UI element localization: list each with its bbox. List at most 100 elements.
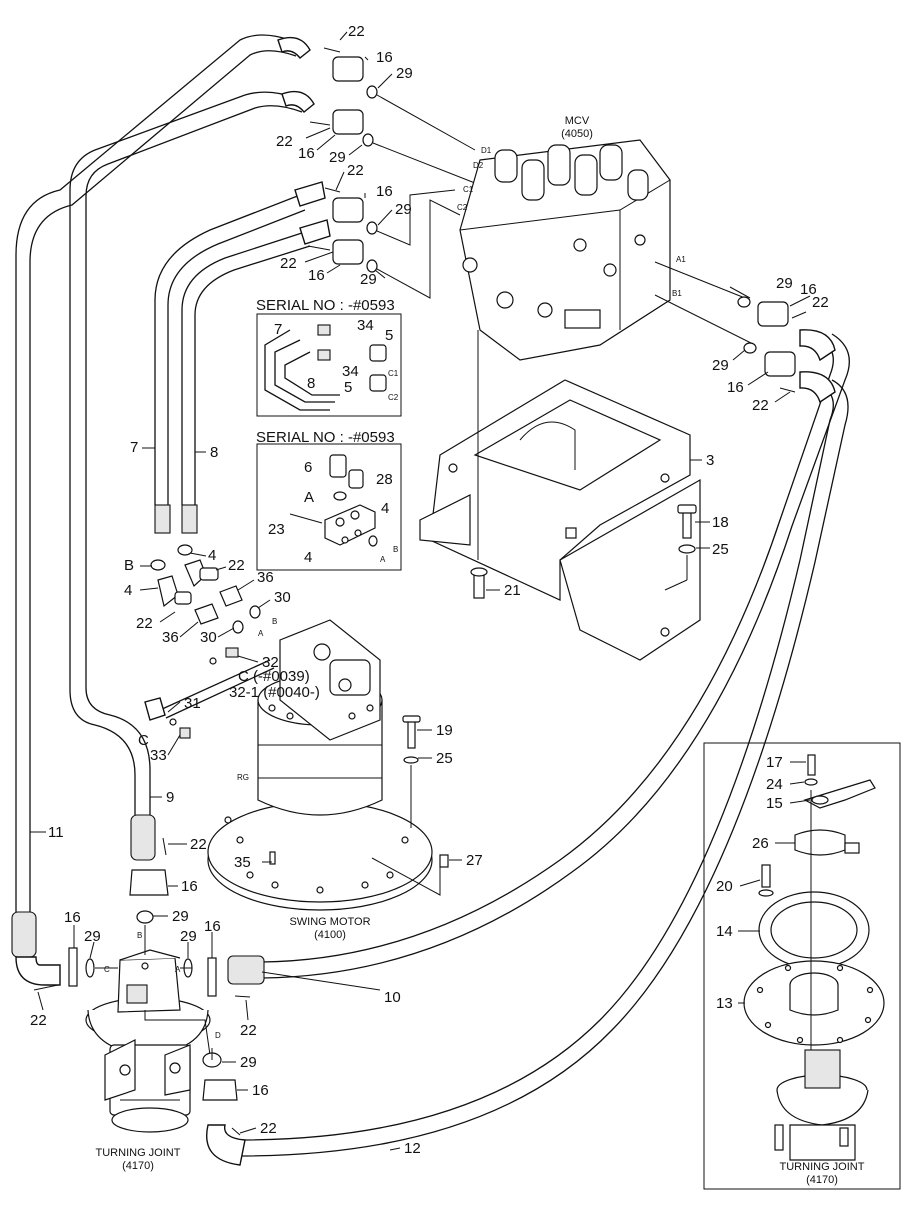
port-a-tj: A	[175, 965, 181, 974]
inset-2-title: SERIAL NO : -#0593	[256, 429, 395, 446]
inset-2-part-4: 4	[304, 549, 312, 566]
bolts-bracket	[470, 504, 697, 599]
part-22: 22	[190, 836, 207, 853]
part-16: 16	[800, 281, 817, 298]
part-c-0039: C (-#0039)	[238, 668, 310, 685]
port-d-tj: D	[215, 1031, 221, 1040]
bracket-3	[419, 330, 701, 661]
turning-joint-inset-name: TURNING JOINT	[780, 1161, 865, 1173]
part-16: 16	[252, 1082, 269, 1099]
part-17: 17	[766, 754, 783, 771]
swing-motor-code: (4100)	[314, 929, 346, 941]
serial-inset-2	[256, 443, 402, 571]
part-16: 16	[181, 878, 198, 895]
part-16: 16	[376, 49, 393, 66]
part-14: 14	[716, 923, 733, 940]
port-b1: B1	[672, 289, 682, 298]
part-22: 22	[276, 133, 293, 150]
hose-10	[261, 333, 850, 979]
turning-joint-name: TURNING JOINT	[96, 1147, 181, 1159]
part-7: 7	[130, 439, 138, 456]
part-25: 25	[712, 541, 729, 558]
part-4: 4	[208, 547, 216, 564]
flange-set-right	[737, 296, 807, 393]
part-22: 22	[348, 23, 365, 40]
part-16: 16	[376, 183, 393, 200]
part-36: 36	[162, 629, 179, 646]
hose-9	[69, 91, 303, 815]
part-18: 18	[712, 514, 729, 531]
mcv-code: (4050)	[561, 128, 593, 140]
part-29: 29	[240, 1054, 257, 1071]
turning-joint-inset-code: (4170)	[806, 1174, 838, 1186]
component-labels: MCV (4050) SWING MOTOR (4100) TURNING JO…	[96, 115, 865, 1186]
inset-1-part-8: 8	[307, 375, 315, 392]
part-b: B	[124, 557, 134, 574]
part-24: 24	[766, 776, 783, 793]
part-22: 22	[228, 557, 245, 574]
turning-joint-inset	[703, 742, 901, 1190]
part-numbers: 22 16 29 22 16 29 22 16 29 22 16 29 29 1…	[30, 23, 829, 1157]
inset-gasket-holes	[756, 964, 874, 1044]
part-29: 29	[360, 271, 377, 288]
part-22: 22	[30, 1012, 47, 1029]
hose-12	[239, 379, 849, 1157]
port-d1: D1	[481, 146, 492, 155]
part-12: 12	[404, 1140, 421, 1157]
part-9: 9	[166, 789, 174, 806]
flange-set-top	[307, 47, 481, 299]
turning-joint-code: (4170)	[122, 1160, 154, 1172]
inset-2-part-a: A	[304, 489, 314, 506]
turning-joint-main	[85, 949, 211, 1133]
port-rg: RG	[237, 773, 249, 782]
part-31: 31	[184, 695, 201, 712]
inset-2-port-b: B	[393, 545, 398, 554]
part-29: 29	[329, 149, 346, 166]
fittings-left	[144, 544, 275, 739]
part-29: 29	[712, 357, 729, 374]
part-22: 22	[240, 1022, 257, 1039]
part-22: 22	[136, 615, 153, 632]
part-22: 22	[280, 255, 297, 272]
swing-motor	[207, 619, 449, 911]
part-8: 8	[210, 444, 218, 461]
part-29: 29	[776, 275, 793, 292]
part-22: 22	[752, 397, 769, 414]
inset-1-part-34: 34	[342, 363, 359, 380]
part-32: 32	[262, 654, 279, 671]
part-29: 29	[396, 65, 413, 82]
part-20: 20	[716, 878, 733, 895]
part-11: 11	[48, 824, 64, 841]
port-c2: C2	[457, 203, 468, 212]
part-36: 36	[257, 569, 274, 586]
inset-1-part-5: 5	[344, 379, 352, 396]
part-29: 29	[395, 201, 412, 218]
part-16: 16	[727, 379, 744, 396]
part-26: 26	[752, 835, 769, 852]
leader-lines	[30, 31, 811, 1151]
part-27: 27	[466, 852, 483, 869]
part-25: 25	[436, 750, 453, 767]
inset-1-labels: SERIAL NO : -#0593 7 34 5 34 8 5 C1 C2	[256, 297, 399, 402]
inset-2-part-4: 4	[381, 500, 389, 517]
tj-flanges	[33, 837, 251, 1136]
part-16: 16	[298, 145, 315, 162]
port-b-tj: B	[137, 931, 142, 940]
hose-8	[181, 231, 311, 505]
part-22: 22	[260, 1120, 277, 1137]
inset-2-part-6: 6	[304, 459, 312, 476]
mcv-valve	[459, 139, 756, 361]
part-19: 19	[436, 722, 453, 739]
part-16: 16	[308, 267, 325, 284]
mcv-name: MCV	[565, 115, 590, 127]
part-22: 22	[812, 294, 829, 311]
inset-2-labels: SERIAL NO : -#0593 6 28 A 4 23 4 B A	[256, 429, 398, 566]
part-15: 15	[766, 795, 783, 812]
inset-2-part-23: 23	[268, 521, 285, 538]
serial-inset-1	[256, 313, 402, 417]
part-29: 29	[172, 908, 189, 925]
port-d2: D2	[473, 161, 484, 170]
port-labels: D1 D2 C1 C2 A1 B1 A B RG B C A D	[104, 146, 686, 1040]
hose-7	[154, 194, 306, 505]
part-10: 10	[384, 989, 401, 1006]
